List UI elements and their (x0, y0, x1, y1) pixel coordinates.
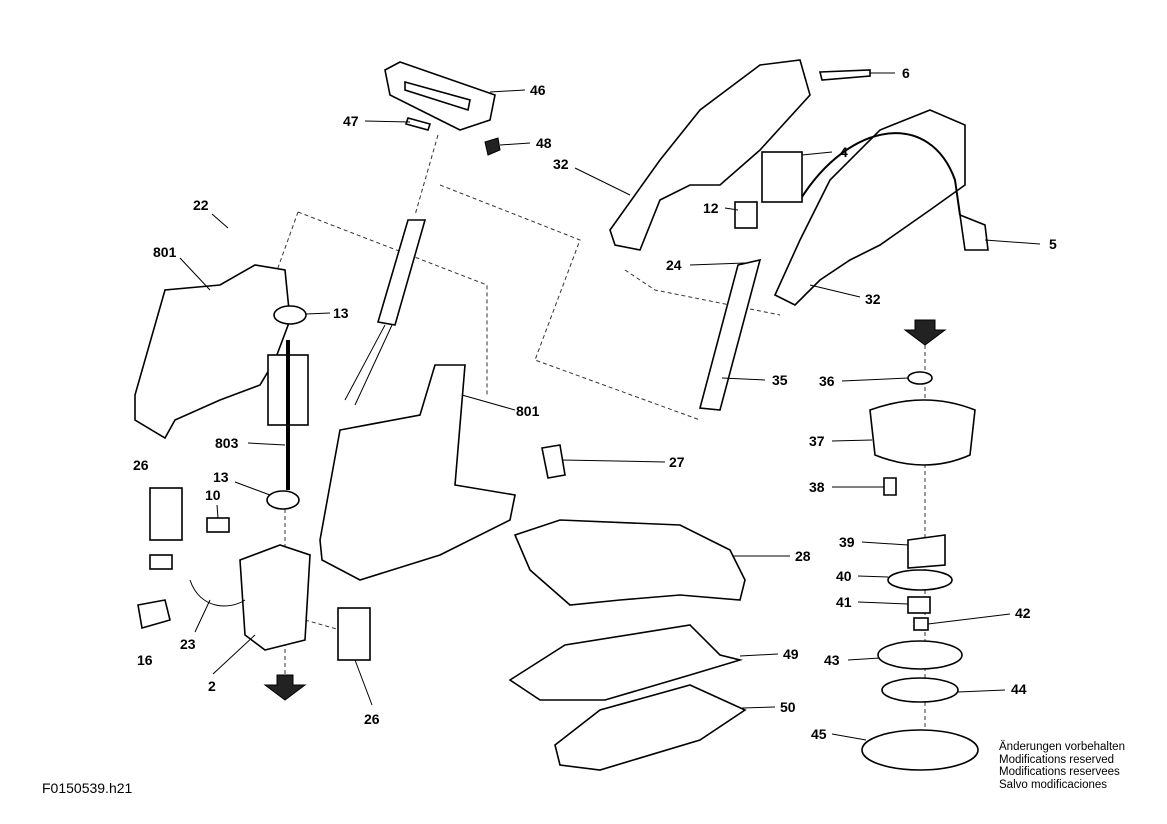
part-labels: 46 47 48 6 4 32 12 22 801 5 24 32 13 35 … (133, 65, 1057, 742)
down-arrow-icon (263, 674, 307, 701)
nut-42 (913, 617, 929, 631)
part-label: 2 (208, 678, 216, 694)
part-label: 38 (809, 479, 825, 495)
part-label: 46 (530, 82, 546, 98)
spool-43 (877, 640, 963, 670)
motor-housing-left-801 (134, 264, 291, 440)
part-label: 43 (824, 652, 840, 668)
switch-button-12 (734, 201, 758, 229)
clip-38 (883, 477, 897, 496)
bearing-13-lower (266, 490, 300, 510)
part-label: 49 (783, 646, 799, 662)
modification-notes: Änderungen vorbehalten Modifications res… (999, 741, 1125, 791)
part-label: 36 (819, 373, 835, 389)
terminal-block (149, 554, 173, 570)
part-label: 41 (836, 594, 852, 610)
leader-lines (179, 72, 1041, 741)
part-label: 45 (811, 726, 827, 742)
part-label: 801 (153, 244, 177, 260)
part-label: 13 (213, 469, 229, 485)
note-line: Modifications reservees (999, 766, 1120, 778)
part-label: 6 (902, 65, 910, 81)
part-label: 42 (1015, 605, 1031, 621)
power-cable (799, 132, 961, 216)
down-arrow-icon (903, 319, 947, 346)
bearing-13-upper (273, 305, 307, 325)
part-label: 32 (553, 156, 569, 172)
fan-37 (869, 399, 976, 466)
part-label: 801 (516, 403, 540, 419)
handle-housing-right-32 (773, 109, 966, 306)
washer-36 (907, 371, 933, 385)
plug-5 (959, 213, 989, 251)
part-label: 22 (193, 197, 209, 213)
wire-23 (189, 579, 246, 607)
cable-sleeve-6 (818, 69, 871, 81)
note-line: Änderungen vorbehalten (999, 741, 1125, 753)
part-label: 5 (1049, 236, 1057, 252)
stator-2 (239, 544, 311, 651)
clip-48 (484, 137, 501, 156)
spring-39 (907, 534, 946, 569)
part-label: 4 (840, 144, 848, 160)
part-label: 24 (666, 257, 682, 273)
part-label: 40 (836, 568, 852, 584)
part-label: 28 (795, 548, 811, 564)
part-label: 47 (343, 113, 359, 129)
note-line: Modifications reserved (999, 753, 1115, 766)
part-label: 26 (364, 711, 380, 727)
drawing-code: F0150539.h21 (42, 780, 133, 796)
insulation-plate-26-lower (337, 607, 371, 661)
handle-housing-left-32 (609, 59, 811, 251)
part-label: 10 (205, 487, 221, 503)
motor-housing-right-801 (319, 364, 516, 581)
part-label: 16 (137, 652, 153, 668)
part-label: 44 (1011, 681, 1027, 697)
washer-40 (887, 569, 953, 591)
part-label: 23 (180, 636, 196, 652)
part-label: 35 (772, 372, 788, 388)
terminal-10 (206, 517, 230, 533)
switch-4 (761, 151, 803, 203)
part-label: 48 (536, 135, 552, 151)
hub-41 (907, 596, 931, 614)
part-label: 32 (865, 291, 881, 307)
screw-47 (404, 117, 432, 131)
cover-50 (554, 684, 747, 771)
part-label: 26 (133, 457, 149, 473)
guard-28 (513, 519, 746, 606)
guard-insert-49 (508, 624, 744, 701)
cable-wires (344, 324, 393, 406)
part-label: 13 (333, 305, 349, 321)
part-label: 37 (809, 433, 825, 449)
insulation-plate-26-upper (149, 487, 183, 541)
part-label: 39 (839, 534, 855, 550)
clip-27 (541, 444, 566, 479)
part-label: 50 (780, 699, 796, 715)
part-label: 12 (703, 200, 719, 216)
cap-16 (137, 599, 171, 630)
handle-tube-35 (698, 258, 762, 411)
spool-44 (881, 677, 959, 703)
note-line: Salvo modificaciones (999, 778, 1108, 791)
handle-tube-upper (376, 219, 427, 326)
part-label: 803 (215, 435, 239, 451)
part-label: 27 (669, 454, 685, 470)
spool-cover-45 (861, 729, 979, 771)
handle-grip-46 (384, 61, 496, 131)
